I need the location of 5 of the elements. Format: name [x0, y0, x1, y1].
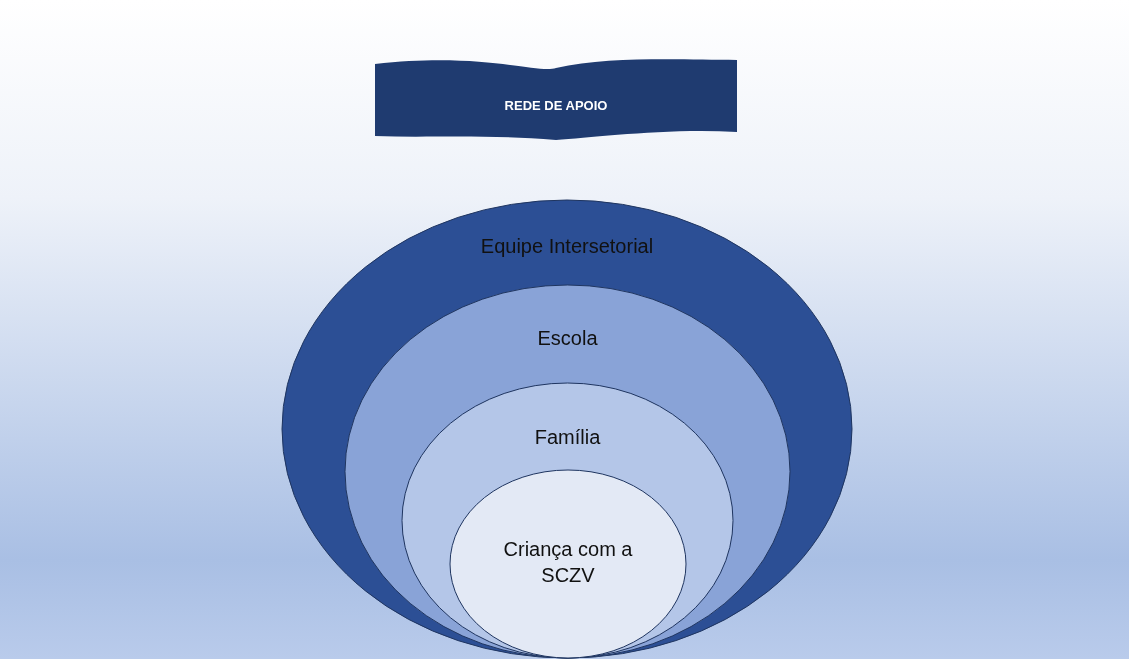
banner-title: REDE DE APOIO — [503, 98, 609, 114]
circle-label: Família — [533, 425, 602, 450]
circle-label: Equipe Intersetorial — [479, 234, 655, 259]
circle-label: Escola — [536, 326, 599, 351]
circle-label: Criança com a SCZV — [502, 537, 634, 588]
